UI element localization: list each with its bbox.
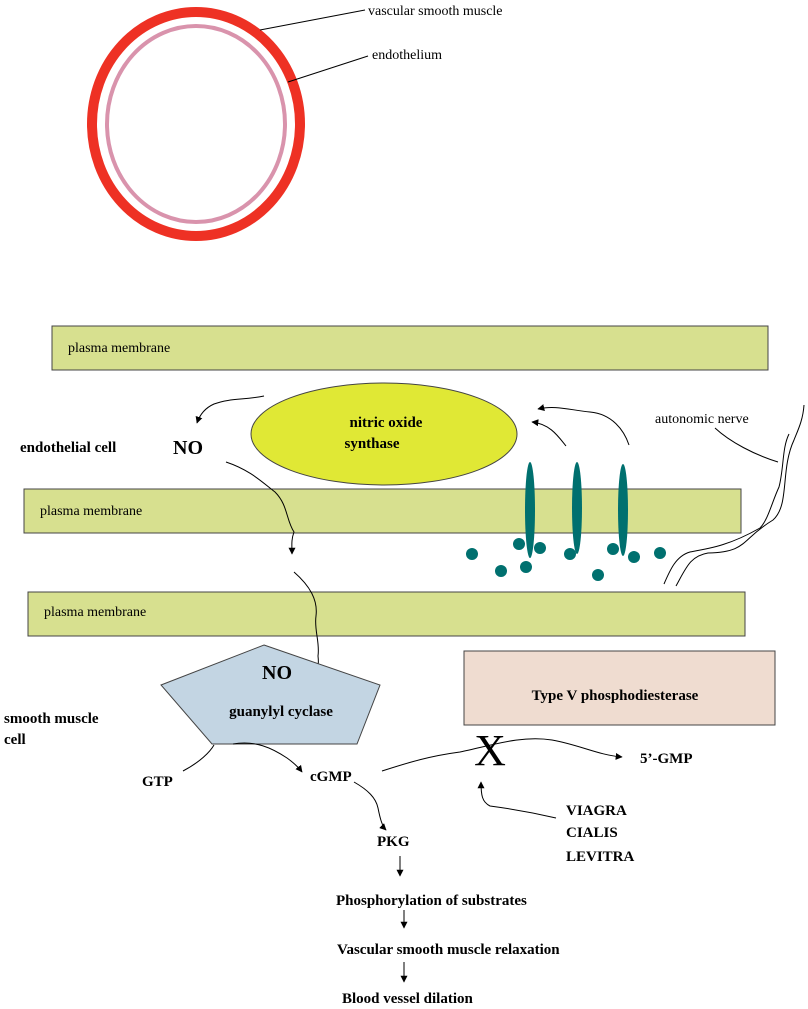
smooth-muscle-cell-label-line1: smooth muscle bbox=[4, 711, 99, 727]
autonomic-nerve-fiber bbox=[675, 404, 805, 587]
autonomic-nerve-leader bbox=[714, 427, 779, 463]
arrow-cyclase-to-cgmp bbox=[232, 742, 303, 773]
5-gmp-label: 5’-GMP bbox=[640, 751, 692, 767]
gtp-label: GTP bbox=[142, 774, 173, 790]
arrow-no-diffusion-1 bbox=[225, 461, 296, 555]
blood-vessel-cross-section bbox=[87, 7, 305, 241]
vascular-smooth-muscle-label: vascular smooth muscle bbox=[368, 4, 503, 19]
receptor bbox=[618, 464, 628, 556]
autonomic-nerve-label: autonomic nerve bbox=[655, 412, 749, 427]
plasma-membrane-middle-label: plasma membrane bbox=[40, 504, 142, 519]
vesicle bbox=[564, 548, 576, 560]
vesicle bbox=[520, 561, 532, 573]
arrow-cgmp-to-pkg bbox=[353, 781, 387, 831]
nitric-oxide-label-bound: NO bbox=[262, 662, 292, 684]
plasma-membrane-top-label: plasma membrane bbox=[68, 341, 170, 356]
vesicle-group bbox=[466, 538, 666, 581]
vesicle bbox=[466, 548, 478, 560]
nitric-oxide-label-top: NO bbox=[173, 437, 203, 459]
vesicle bbox=[534, 542, 546, 554]
vesicle bbox=[495, 565, 507, 577]
receptor bbox=[572, 462, 582, 554]
relaxation-label: Vascular smooth muscle relaxation bbox=[337, 942, 560, 958]
arrow-receptor-to-synthase-1 bbox=[531, 419, 567, 447]
endothelium-label: endothelium bbox=[372, 48, 442, 63]
vascular-smooth-muscle-ring bbox=[87, 7, 305, 241]
smooth-muscle-cell-label-line2: cell bbox=[4, 732, 26, 748]
pkg-label: PKG bbox=[377, 834, 410, 850]
type-v-phosphodiesterase-label: Type V phosphodiesterase bbox=[532, 688, 699, 704]
autonomic-nerve-fiber-2 bbox=[663, 433, 790, 585]
receptor bbox=[525, 462, 535, 558]
endothelial-cell-label: endothelial cell bbox=[20, 440, 116, 456]
arrow-synthase-to-no bbox=[195, 395, 265, 424]
vesicle bbox=[628, 551, 640, 563]
nitric-oxide-synthase-label-line1: nitric oxide bbox=[350, 415, 423, 431]
arrow-receptor-to-synthase-2 bbox=[537, 404, 630, 446]
guanylyl-cyclase-label: guanylyl cyclase bbox=[229, 704, 333, 720]
arrow-cgmp-to-5gmp bbox=[381, 738, 623, 772]
vesicle bbox=[654, 547, 666, 559]
vesicle bbox=[513, 538, 525, 550]
plasma-membrane-bottom bbox=[27, 591, 746, 637]
dilation-label: Blood vessel dilation bbox=[342, 991, 474, 1007]
vesicle bbox=[592, 569, 604, 581]
drug-cialis-label: CIALIS bbox=[566, 825, 618, 841]
inhibition-x-mark: X bbox=[474, 726, 506, 775]
type-v-phosphodiesterase bbox=[463, 650, 776, 726]
plasma-membrane-bottom-label: plasma membrane bbox=[44, 605, 146, 620]
line-gtp-to-cyclase bbox=[182, 744, 215, 772]
drug-levitra-label: LEVITRA bbox=[566, 849, 635, 865]
endothelium-ring bbox=[105, 24, 287, 224]
vascular-smooth-muscle-leader bbox=[259, 9, 366, 31]
arrow-drugs-to-x bbox=[477, 781, 557, 819]
nitric-oxide-synthase bbox=[250, 382, 518, 486]
cgmp-label: cGMP bbox=[310, 769, 352, 785]
vesicle bbox=[607, 543, 619, 555]
drug-viagra-label: VIAGRA bbox=[566, 803, 627, 819]
phosphorylation-label: Phosphorylation of substrates bbox=[336, 893, 527, 909]
nitric-oxide-synthase-label-line2: synthase bbox=[344, 436, 399, 452]
plasma-membrane-top bbox=[51, 325, 769, 371]
endothelium-leader bbox=[287, 55, 369, 83]
receptor-group bbox=[525, 462, 628, 558]
guanylyl-cyclase bbox=[160, 644, 381, 745]
